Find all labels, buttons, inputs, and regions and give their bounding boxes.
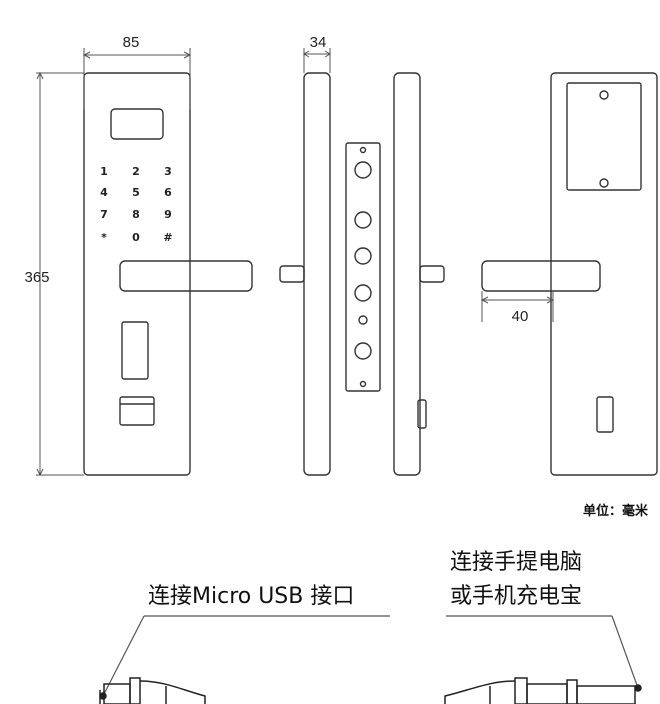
latch-hole-small (358, 315, 368, 325)
width-dimension (82, 48, 192, 110)
side-handle-stub (279, 265, 305, 283)
back-switch (596, 396, 614, 433)
height-label: 365 (24, 269, 49, 286)
side-back-handle-stub (419, 265, 445, 283)
latch-hole-4 (354, 284, 372, 302)
key-6: 6 (164, 186, 172, 199)
key-3: 3 (164, 165, 172, 178)
front-handle (119, 260, 253, 292)
mortise-faceplate (345, 142, 381, 392)
width-label: 85 (123, 34, 140, 51)
handle-dimension (480, 291, 555, 322)
micro-usb-connector (99, 677, 206, 704)
left-leader-line (102, 615, 145, 697)
back-handle (481, 260, 601, 292)
side-back-body (393, 72, 421, 476)
right-leader-line (611, 615, 639, 689)
back-lock-body (550, 72, 658, 476)
back-view (481, 72, 658, 476)
left-caption: 连接Micro USB 接口 (148, 584, 354, 609)
key-9: 9 (164, 208, 172, 221)
faceplate-screw-bottom (359, 380, 367, 388)
side-back-button (417, 399, 427, 429)
battery-cover (566, 82, 642, 191)
key-7: 7 (100, 208, 108, 221)
battery-cover-screw-bottom (599, 178, 609, 188)
latch-hole-1 (354, 161, 372, 179)
faceplate-screw-top (359, 146, 367, 154)
front-lock-body (83, 72, 191, 476)
front-slot-upper (121, 321, 149, 380)
height-dimension (36, 71, 84, 477)
battery-cover-screw-top (599, 90, 609, 100)
latch-hole-3 (354, 247, 372, 265)
latch-hole-5 (354, 342, 372, 360)
depth-dimension (303, 48, 331, 73)
key-8: 8 (132, 208, 140, 221)
unit-note: 单位：毫米 (583, 503, 649, 519)
key-0: 0 (132, 231, 140, 244)
side-view-back (393, 72, 445, 476)
key-5: 5 (132, 186, 140, 199)
keypad: 1 2 3 4 5 6 7 8 9 * 0 # (100, 165, 172, 244)
latch-hole-2 (354, 211, 372, 229)
key-1: 1 (100, 165, 108, 178)
key-star: * (101, 231, 107, 244)
side-lock-body (303, 72, 331, 476)
right-caption-line2: 或手机充电宝 (450, 584, 582, 609)
depth-label: 34 (310, 34, 327, 51)
side-view (279, 72, 331, 476)
usb-a-connector (444, 677, 642, 704)
faceplate-body (345, 142, 381, 392)
key-2: 2 (132, 165, 140, 178)
handle-label: 40 (512, 308, 529, 325)
front-slot-lower (119, 396, 155, 426)
right-caption-line1: 连接手提电脑 (450, 550, 582, 575)
key-hash: # (163, 231, 172, 244)
fingerprint-window (110, 108, 164, 140)
key-4: 4 (100, 186, 108, 199)
front-view (83, 72, 253, 476)
